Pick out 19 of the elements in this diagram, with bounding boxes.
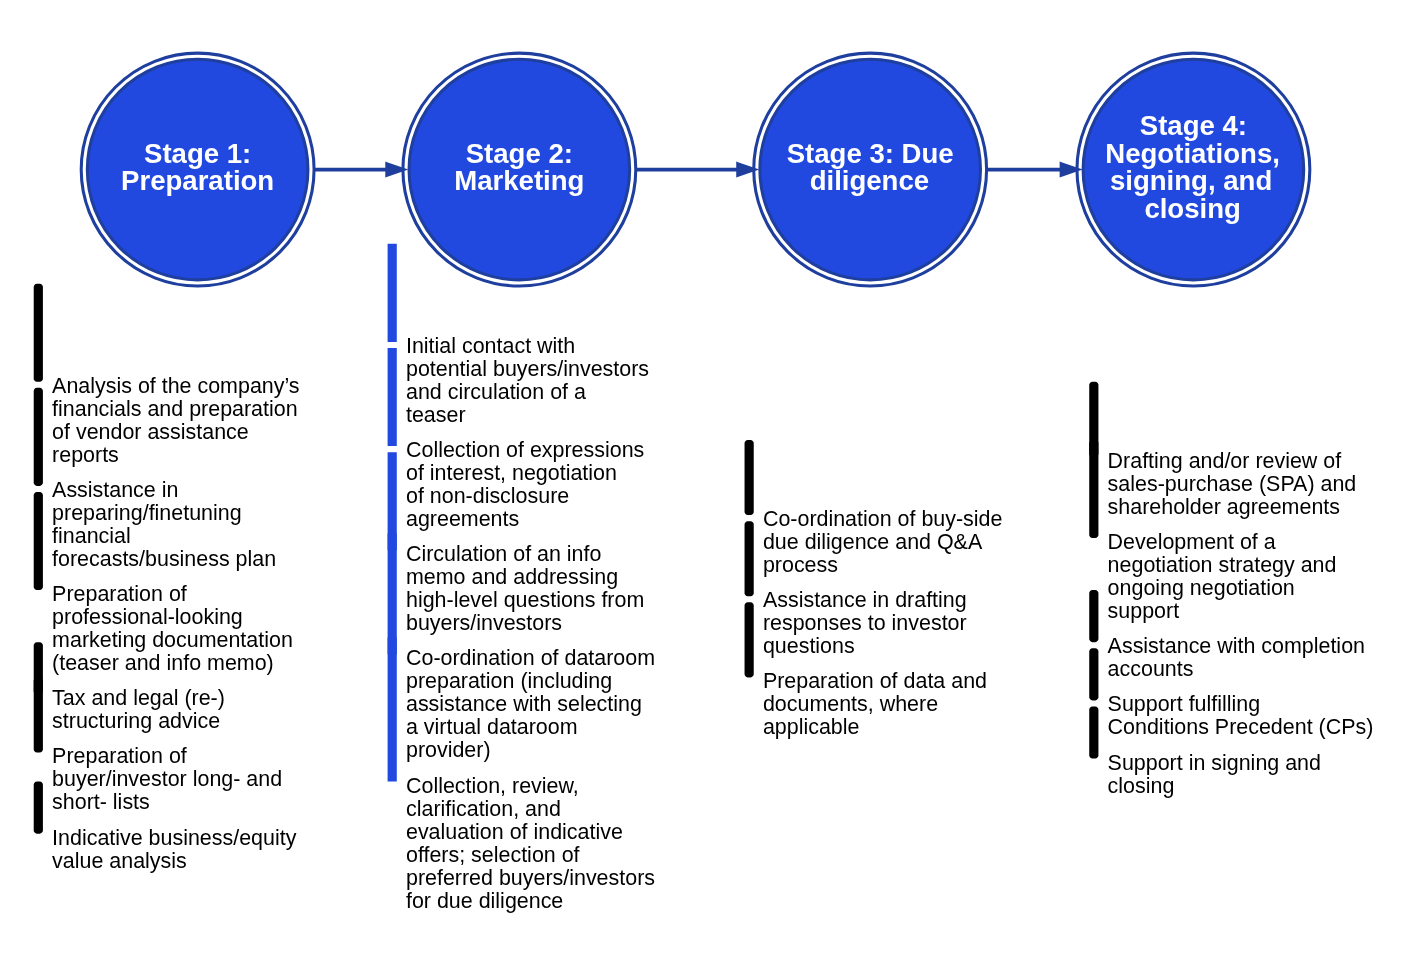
node-label: Assistance in preparing/finetuning financial forecasts/business plan: [52, 477, 277, 571]
node-label: Support fulfilling Conditions Precedent (CPs): [1107, 691, 1374, 739]
node-label: Drafting and/or review of sales-purchase (SPA) and shareholder agreements: [1107, 448, 1357, 519]
node-label: Support in signing and closing: [1107, 750, 1321, 798]
node-label: Collection of expressions of interest, negotiation of non-disclosure agreements: [405, 437, 645, 531]
node-label: Initial contact with potential buyers/investors and circulation of a teaser: [405, 333, 650, 427]
node-label: Preparation of professional-looking marketing documentation (teaser and info memo): [52, 581, 293, 675]
node-label: Tax and legal (re-) structuring advice: [52, 685, 225, 733]
node-label: Development of a negotiation strategy and ongoing negotiation support: [1107, 529, 1337, 623]
node-label: Preparation of buyer/investor long- and short- lists: [52, 743, 283, 814]
node-label: Circulation of an info memo and addressing high-level questions from buyers/investors: [405, 541, 645, 635]
node-label: Assistance with completion accounts: [1107, 633, 1365, 681]
node-label: Co-ordination of dataroom preparation (including assistance with selecting a virtual dataroom provider): [405, 645, 656, 762]
node-label: Preparation of data and documents, where applicable: [762, 668, 988, 739]
node-label: Collection, review, clarification, and evaluation of indicative offers; selection of preferred buyers/investors for due diligence: [405, 773, 656, 912]
node-label: Co-ordination of buy-side due diligence and Q&A process: [762, 506, 1003, 577]
node-label: Assistance in drafting responses to investor questions: [762, 587, 967, 658]
node-label: Indicative business/equity value analysis: [52, 825, 297, 873]
node-label: Analysis of the company’s financials and preparation of vendor assistance reports: [52, 373, 300, 467]
